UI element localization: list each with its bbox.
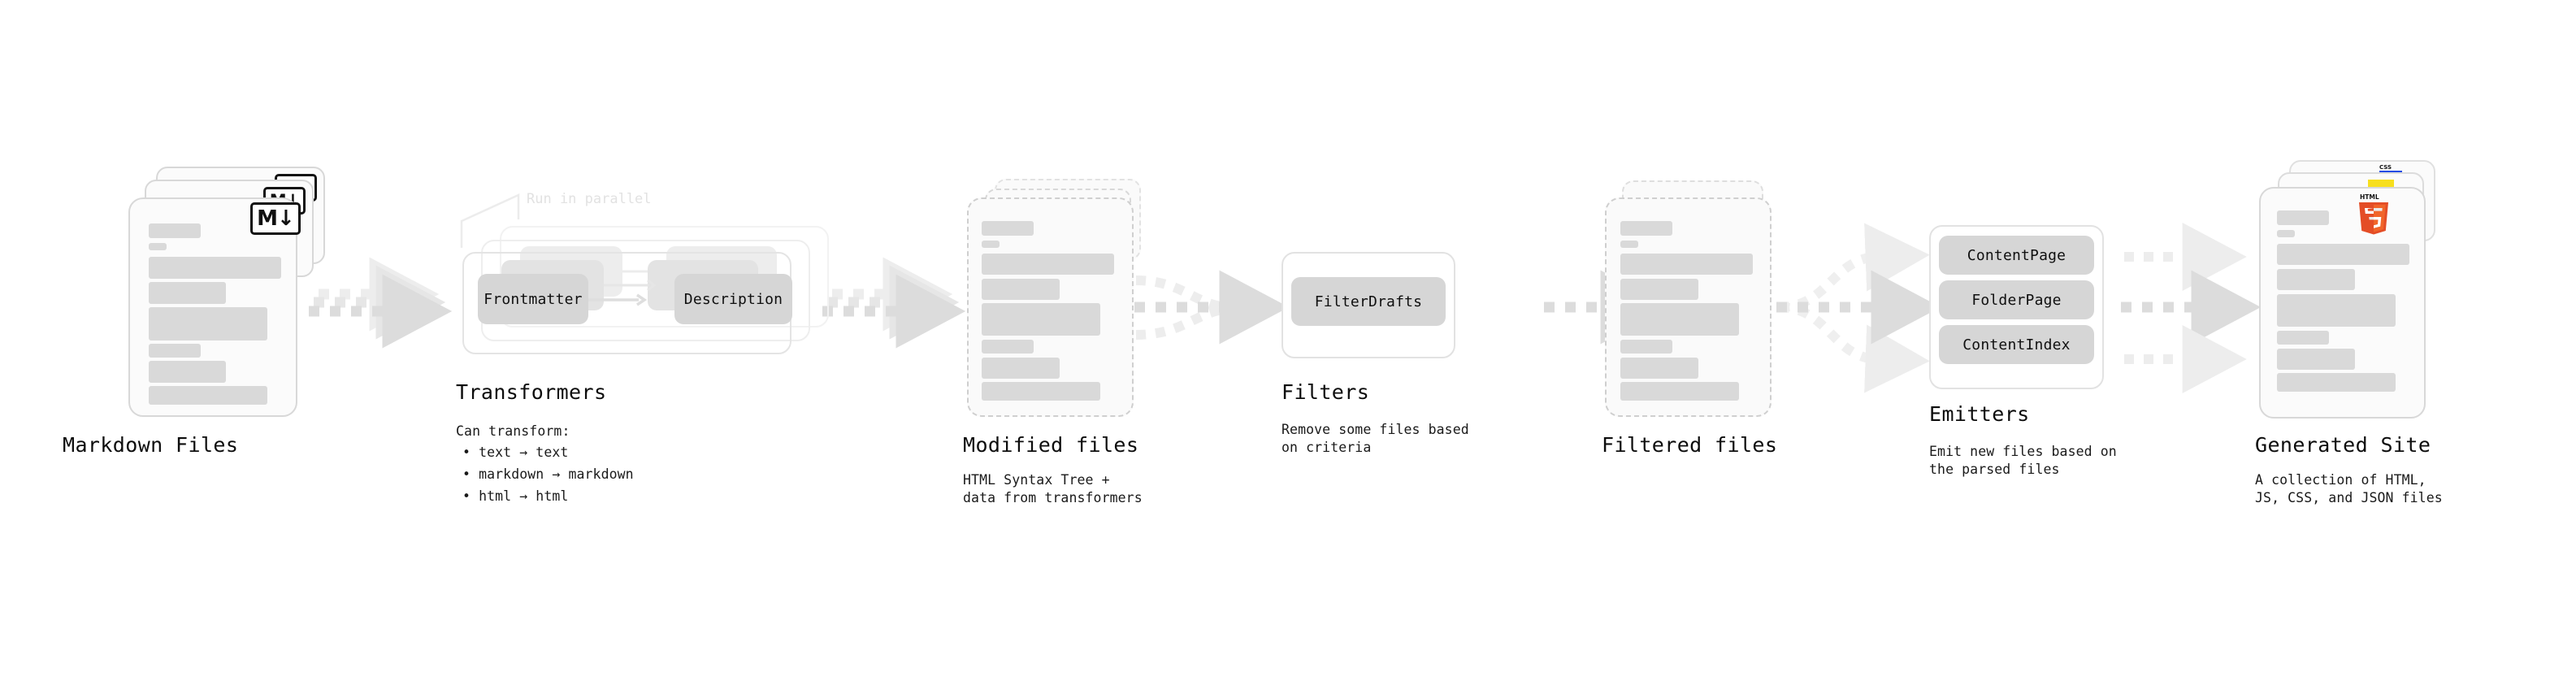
- skeleton-bar: [149, 282, 226, 304]
- stage-subtitle: A collection of HTML, JS, CSS, and JSON …: [2255, 472, 2443, 505]
- transform-bullet: • markdown → markdown: [462, 466, 634, 482]
- filter-pill-filterdrafts[interactable]: FilterDrafts: [1291, 277, 1446, 326]
- transformer-pill-description[interactable]: Description: [674, 274, 792, 324]
- transform-bullet: • text → text: [462, 445, 569, 460]
- skeleton-bar: [2277, 373, 2396, 392]
- skeleton-bar: [1620, 254, 1753, 275]
- stage-subtitle: Can transform:: [456, 423, 570, 439]
- stage-title: Transformers: [456, 380, 607, 404]
- skeleton-bar: [2277, 230, 2295, 237]
- skeleton-bar: [1620, 382, 1739, 401]
- arrow-markdown-to-transformers: [309, 257, 453, 349]
- skeleton-bar: [149, 386, 267, 405]
- emitter-pill-label: ContentIndex: [1962, 336, 2071, 354]
- skeleton-bar: [149, 257, 281, 279]
- skeleton-bar: [2277, 244, 2409, 265]
- skeleton-bar: [982, 241, 1000, 248]
- transformer-pill-frontmatter[interactable]: Frontmatter: [478, 274, 588, 324]
- run-in-parallel-label: Run in parallel: [527, 191, 652, 207]
- stage-title: Modified files: [963, 433, 1139, 457]
- skeleton-bar: [1620, 241, 1638, 248]
- arrow-filtered-to-emitters: [1776, 223, 1941, 393]
- stage-title: Filters: [1281, 380, 1370, 404]
- skeleton-bar: [149, 307, 267, 340]
- svg-text:CSS: CSS: [2379, 164, 2392, 171]
- skeleton-bar: [982, 340, 1034, 354]
- stage-title: Filtered files: [1602, 433, 1778, 457]
- skeleton-bar: [982, 221, 1034, 236]
- stage-title: Generated Site: [2255, 433, 2431, 457]
- skeleton-bar: [1620, 358, 1698, 379]
- skeleton-bar: [149, 344, 201, 358]
- html5-icon: HTML: [2359, 193, 2388, 235]
- skeleton-bar: [982, 382, 1100, 401]
- stage-title: Emitters: [1929, 402, 2030, 426]
- emitter-pill-label: FolderPage: [1971, 291, 2062, 309]
- skeleton-bar: [2277, 294, 2396, 327]
- skeleton-bar: [982, 358, 1060, 379]
- markdown-badge-front: M↓: [250, 202, 301, 235]
- skeleton-bar: [2277, 269, 2355, 290]
- skeleton-bar: [149, 361, 226, 383]
- css-icon: CSS: [2379, 164, 2402, 174]
- stage-title: Markdown Files: [63, 433, 239, 457]
- svg-text:HTML: HTML: [2360, 193, 2379, 201]
- emitter-pill-contentindex[interactable]: ContentIndex: [1939, 325, 2094, 364]
- stage-subtitle: HTML Syntax Tree + data from transformer…: [963, 472, 1143, 505]
- arrow-emitters-to-site: [2121, 223, 2262, 393]
- arrow-modified-to-filters: [1134, 270, 1290, 345]
- run-in-parallel-bracket: [460, 193, 520, 248]
- skeleton-bar: [2277, 210, 2329, 225]
- emitter-pill-folderpage[interactable]: FolderPage: [1939, 280, 2094, 319]
- skeleton-bar: [2277, 331, 2329, 345]
- skeleton-bar: [982, 279, 1060, 300]
- skeleton-bar: [1620, 340, 1672, 354]
- transform-bullet: • html → html: [462, 488, 569, 504]
- transformer-pill-label: Frontmatter: [484, 290, 583, 308]
- skeleton-bar: [149, 243, 167, 250]
- transformer-pill-label: Description: [683, 290, 783, 308]
- transformer-inner-arrow-ghost1: [604, 279, 657, 292]
- stage-subtitle: Emit new files based on the parsed files: [1929, 444, 2117, 477]
- skeleton-bar: [149, 223, 201, 238]
- stage-subtitle: Remove some files based on criteria: [1281, 422, 1469, 455]
- skeleton-bar: [1620, 303, 1739, 336]
- emitter-pill-contentpage[interactable]: ContentPage: [1939, 236, 2094, 275]
- skeleton-bar: [2277, 349, 2355, 370]
- transformer-inner-arrow-front: [588, 293, 648, 306]
- filter-pill-label: FilterDrafts: [1314, 293, 1423, 310]
- skeleton-bar: [1620, 279, 1698, 300]
- skeleton-bar: [982, 303, 1100, 336]
- skeleton-bar: [982, 254, 1114, 275]
- skeleton-bar: [1620, 221, 1672, 236]
- arrow-transformers-to-modified: [822, 257, 966, 349]
- emitter-pill-label: ContentPage: [1967, 246, 2066, 264]
